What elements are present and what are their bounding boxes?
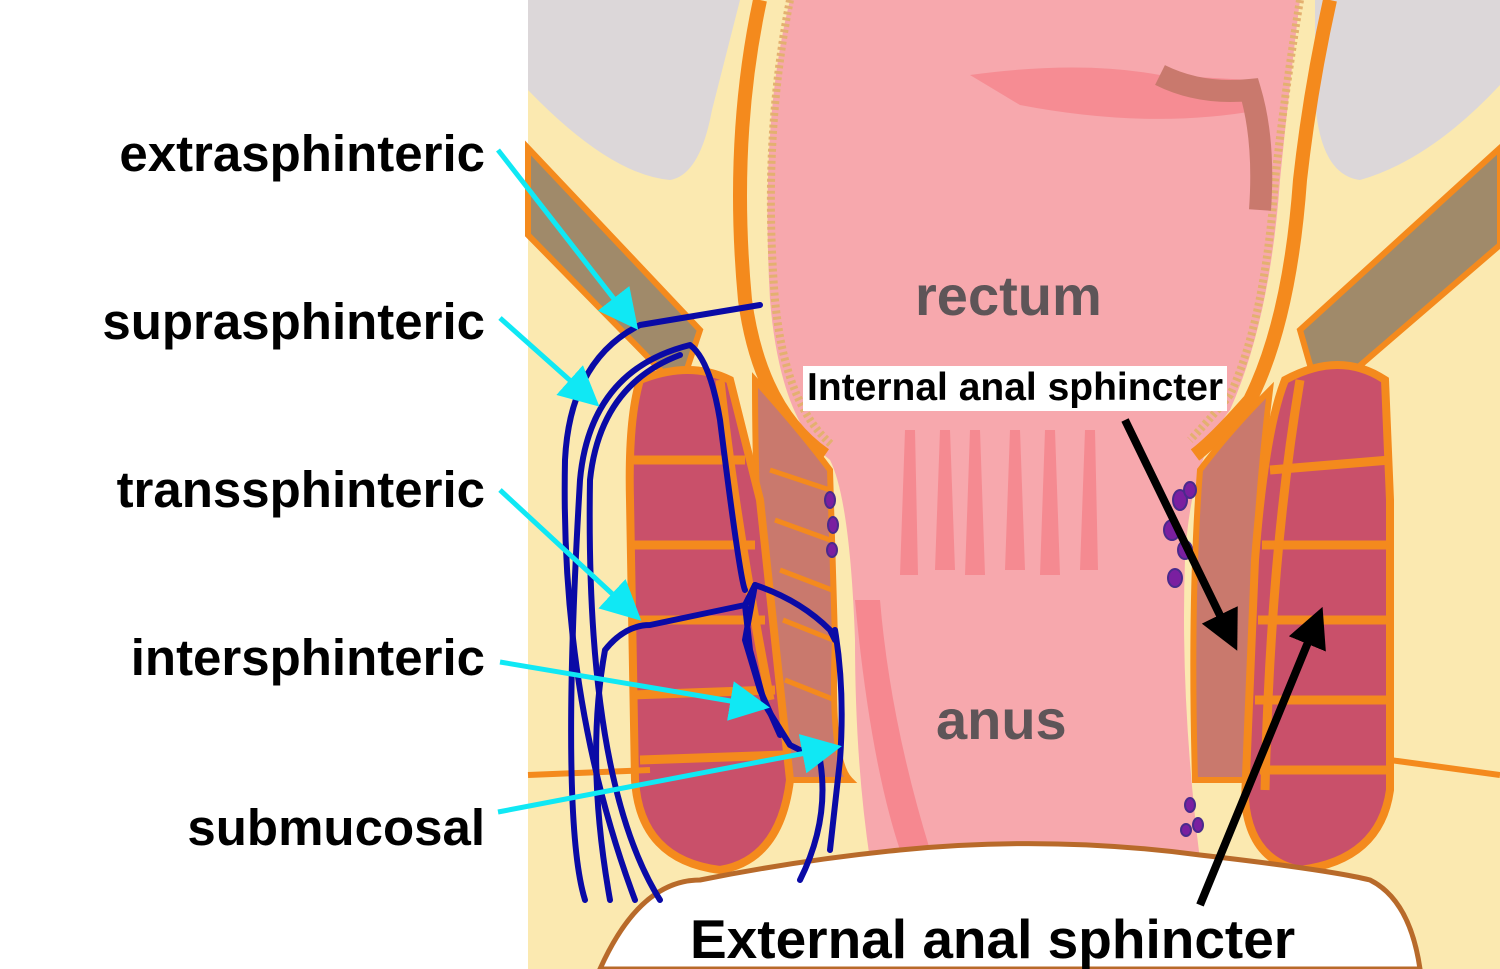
- right-pelvic-bone: [1315, 0, 1500, 180]
- arrow-transsphinteric: [498, 488, 642, 621]
- label-intersphinteric: intersphinteric: [130, 629, 485, 686]
- left-pelvic-bone: [528, 0, 740, 180]
- rectal-wall-right-edge: [1190, 0, 1337, 461]
- rectal-fold-right: [1155, 65, 1273, 211]
- label-suprasphinteric: suprasphinteric: [102, 293, 485, 350]
- label-internal-anal-sphincter: Internal anal sphincter: [803, 366, 1228, 411]
- left-internal-septa: [769, 467, 836, 703]
- rectum-lumen: [767, 0, 1300, 860]
- cyan-pointer-arrows: [496, 148, 842, 815]
- suprasphincteric-track: [568, 342, 748, 903]
- anal-canal-shadow: [855, 600, 930, 850]
- arrow-internal-sphincter: [1121, 418, 1238, 651]
- label-external-anal-sphincter: External anal sphincter: [690, 908, 1296, 969]
- label-anus: anus: [936, 688, 1067, 751]
- arrow-intersphinteric: [499, 659, 770, 721]
- arrow-external-sphincter: [1196, 606, 1326, 907]
- arrow-extrasphinteric: [496, 148, 639, 330]
- left-fat-line: [527, 767, 651, 778]
- label-extrasphinteric: extrasphinteric: [119, 125, 485, 182]
- arrow-suprasphinteric: [498, 316, 600, 407]
- rectal-wall-right-mucosa: [1187, 0, 1304, 443]
- arrow-submucosal: [497, 734, 842, 815]
- label-rectum: rectum: [915, 264, 1102, 327]
- right-fat-line: [1389, 757, 1500, 778]
- label-transsphinteric: transsphinteric: [116, 461, 485, 518]
- anal-columns: [900, 430, 1098, 575]
- label-submucosal: submucosal: [187, 799, 485, 856]
- black-pointer-arrows: [1121, 418, 1326, 907]
- transsphincteric-track: [593, 582, 838, 903]
